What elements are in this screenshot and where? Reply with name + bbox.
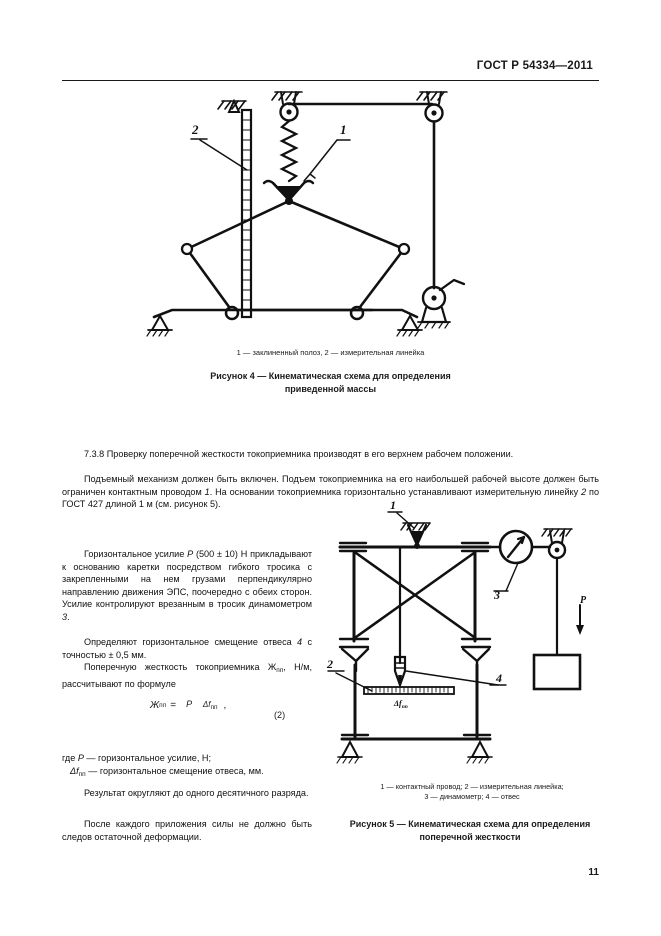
figure-5-caption-line-1: Рисунок 5 — Кинематическая схема для опр… <box>349 819 591 829</box>
paragraph-lifting-mechanism: Подъемный механизм должен быть включен. … <box>62 474 599 510</box>
pulley-support-right <box>541 528 573 537</box>
figure-4-caption: Рисунок 4 — Кинематическая схема для опр… <box>0 370 661 396</box>
figure5-callout-3: 3 <box>493 588 500 602</box>
spring <box>279 119 299 183</box>
where-symbol-df-sub: пп <box>78 771 86 778</box>
where-symbol-P: P <box>77 753 84 763</box>
base-support-left <box>336 739 363 764</box>
where-clause-P: где P — горизонтальное усилие, Н; <box>62 752 312 765</box>
ref-ruler: 2 <box>581 486 587 497</box>
support-triangle-left <box>146 313 173 337</box>
formula-lhs-sub: пп <box>159 701 167 709</box>
formula-numerator: P <box>186 699 193 709</box>
formula-fraction: P Δfпп <box>182 699 221 711</box>
plumb-bob <box>393 655 407 689</box>
text-stiffness-suffix: , Н/м, рассчитывают по формуле <box>62 662 312 689</box>
figure-4-legend: 1 — заклиненный полоз, 2 — измерительная… <box>236 348 425 357</box>
figure5-callout-2: 2 <box>326 657 333 671</box>
callout-leader-f5-1 <box>396 512 415 529</box>
connector-right <box>461 647 479 673</box>
ceiling-support-right <box>416 91 448 101</box>
base-support-right <box>466 739 493 764</box>
figure-5-caption-line-2: поперечной жесткости <box>419 832 521 842</box>
figure4-callout-1: 1 <box>340 122 347 137</box>
where-clause-df: Δfпп — горизонтальное смещение отвеса, м… <box>62 765 312 782</box>
ref-dynamometer: 3 <box>62 611 68 622</box>
ref-contact-wire: 1 <box>204 486 210 497</box>
arm-lower-left <box>185 247 234 313</box>
standard-header: ГОСТ Р 54334—2011 <box>476 60 593 72</box>
callout-leader-f5-4 <box>405 670 499 686</box>
ceiling-support-center <box>271 91 303 101</box>
callout-leader-f5-3 <box>505 562 519 592</box>
paragraph-stiffness-formula-intro: Поперечную жесткость токоприемника Жпп, … <box>62 661 312 690</box>
figure-5-legend-line-1: 1 — контактный провод; 2 — измерительная… <box>380 782 564 791</box>
ref-plumb: 4 <box>297 637 303 647</box>
figure-5-legend-line-2: 3 — динамометр; 4 — отвес <box>424 792 520 801</box>
dial-needle <box>506 535 526 559</box>
brace-diagonal-2 <box>354 551 476 639</box>
text-stiffness-prefix: Поперечную жесткость токоприемника Ж <box>84 662 277 672</box>
joint-left <box>180 242 194 256</box>
formula-denominator-sub: пп <box>210 704 218 711</box>
arm-upper-right <box>287 199 406 251</box>
figure-4-diagram: 2 1 <box>132 82 512 337</box>
formula-number: (2) <box>274 710 286 720</box>
subscript-pp: пп <box>276 667 284 674</box>
figure-4-caption-line-2: приведенной массы <box>284 384 377 394</box>
figure-5-diagram: 1 3 2 4 P Δfпп <box>322 495 622 767</box>
force-arrow-P <box>576 604 584 635</box>
figure-5-caption: Рисунок 5 — Кинематическая схема для опр… <box>315 818 625 844</box>
joint-right <box>397 242 411 256</box>
header-divider <box>62 80 599 81</box>
paragraph-rounding: Результат округляют до одного десятичног… <box>84 788 309 798</box>
paragraph-horizontal-force: Горизонтальное усилие P (500 ± 10) Н при… <box>62 549 312 622</box>
page-number: 11 <box>588 867 599 878</box>
where-def-P: — горизонтальное усилие, Н; <box>83 753 211 763</box>
paragraph-7-3-8: 7.3.8 Проверку поперечной жесткости токо… <box>84 449 514 459</box>
formula-denominator: Δfпп <box>199 699 222 711</box>
figure4-callout-2: 2 <box>191 122 199 137</box>
crank-handle <box>438 278 466 292</box>
weight-block <box>532 653 582 691</box>
figure5-force-label: P <box>580 595 587 606</box>
formula-comma: , <box>223 699 227 711</box>
figure5-ruler-label: Δfпп <box>393 699 408 710</box>
dynamometer-dial <box>498 529 534 565</box>
formula-lhs: Ж <box>150 699 160 711</box>
arm-upper-left <box>185 199 291 251</box>
callout-leader-2 <box>199 139 248 171</box>
symbol-P: P <box>187 549 194 559</box>
figure-4-caption-line-1: Рисунок 4 — Кинематическая схема для опр… <box>210 371 451 381</box>
winch <box>417 278 466 329</box>
arm-lower-right <box>355 247 406 313</box>
measuring-ruler-vertical <box>240 108 253 319</box>
callout-leader-1 <box>309 139 338 175</box>
where-def-df: — горизонтальное смещение отвеса, мм. <box>85 766 264 776</box>
formula-equals: = <box>170 699 177 711</box>
support-triangle-right <box>396 313 423 337</box>
where-label: где <box>62 753 78 763</box>
paragraph-no-deformation: После каждого приложения силы не должно … <box>62 819 312 842</box>
formula-denominator-symbol: Δf <box>202 700 211 709</box>
paragraph-plumb-displacement: Определяют горизонтальное смещение отвес… <box>62 637 312 660</box>
measuring-ruler-horizontal <box>363 686 455 695</box>
where-symbol-df: Δf <box>70 766 79 776</box>
figure-5-legend: 1 — контактный провод; 2 — измерительная… <box>322 782 622 802</box>
figure5-callout-1: 1 <box>390 498 396 512</box>
figure5-callout-4: 4 <box>495 671 502 685</box>
callout-leader-f5-2 <box>335 672 373 692</box>
